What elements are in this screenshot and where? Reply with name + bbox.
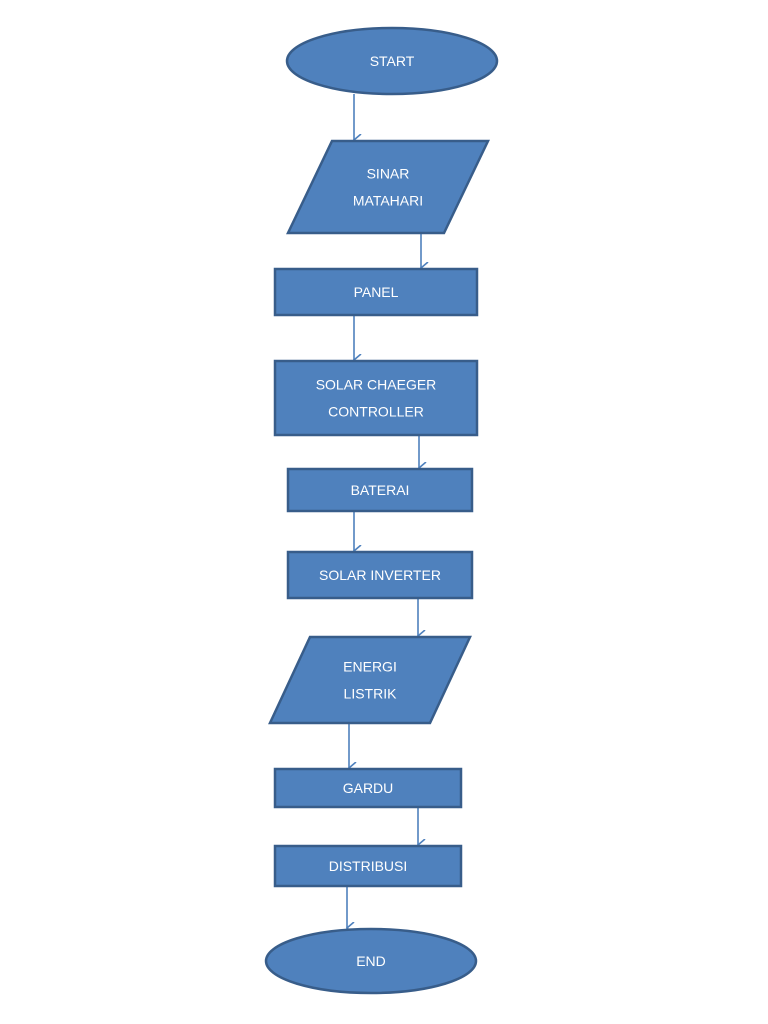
terminator-shape — [264, 927, 478, 995]
node-start: START — [285, 26, 499, 96]
node-end: END — [264, 927, 478, 995]
data-io-shape — [286, 139, 490, 235]
node-label: DISTRIBUSI — [329, 858, 408, 874]
connectors — [347, 94, 421, 928]
node-distribusi: DISTRIBUSI — [273, 844, 463, 888]
process-shape — [273, 767, 463, 809]
node-label: BATERAI — [351, 482, 410, 498]
node-label: END — [356, 953, 386, 969]
node-label: ENERGI — [343, 659, 397, 675]
node-label: SINAR — [367, 166, 410, 182]
terminator-shape — [285, 26, 499, 96]
nodes: START SINAR MATAHARI PANEL SOLAR CHAEGER CONT… — [264, 26, 499, 995]
process-shape — [273, 359, 479, 437]
node-label: LISTRIK — [344, 686, 398, 702]
process-shape — [286, 550, 474, 600]
node-label: MATAHARI — [353, 193, 423, 209]
node-energi: ENERGI LISTRIK — [268, 635, 472, 725]
process-shape — [286, 467, 474, 513]
node-label: START — [370, 53, 415, 69]
node-inverter: SOLAR INVERTER — [286, 550, 474, 600]
node-label: PANEL — [354, 284, 399, 300]
node-controller: SOLAR CHAEGER CONTROLLER — [273, 359, 479, 437]
process-shape — [273, 844, 463, 888]
node-label: SOLAR INVERTER — [319, 567, 441, 583]
node-gardu: GARDU — [273, 767, 463, 809]
node-panel: PANEL — [273, 267, 479, 317]
node-label: GARDU — [343, 780, 394, 796]
data-io-shape — [268, 635, 472, 725]
node-label: SOLAR CHAEGER — [316, 377, 437, 393]
node-label: CONTROLLER — [328, 404, 424, 420]
node-baterai: BATERAI — [286, 467, 474, 513]
node-sinar: SINAR MATAHARI — [286, 139, 490, 235]
process-shape — [273, 267, 479, 317]
